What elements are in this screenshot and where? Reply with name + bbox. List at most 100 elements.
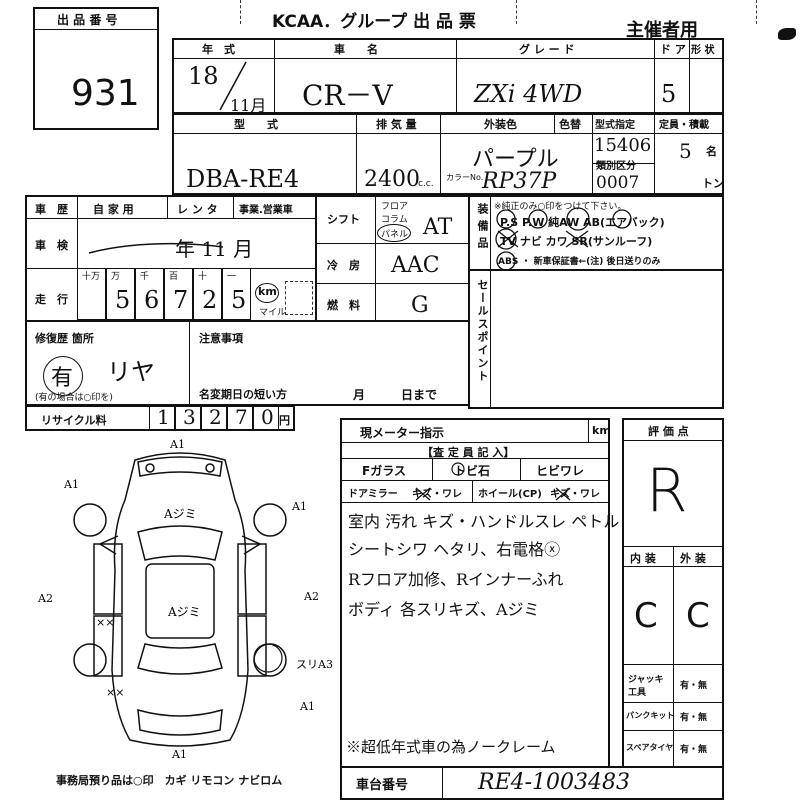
grade-label: グ レ ー ド — [519, 43, 575, 56]
chip-label: トビ石 — [454, 464, 491, 478]
equipment-line1: P.S P.W 純AW AB(エアバック) — [500, 216, 665, 229]
mark-rear-a1: A1 — [171, 748, 187, 761]
interior-value: C — [634, 596, 658, 636]
mileage-digit: 7 — [173, 286, 189, 314]
repair-note: (有の場合は○印を) — [35, 393, 113, 403]
lot-number: 931 — [71, 73, 140, 114]
recycle-digit: 0 — [261, 405, 274, 429]
spare-yes-no: 有・無 — [680, 745, 708, 755]
type-designation-label: 型式指定 — [595, 120, 635, 131]
mileage-digit-cell: 十万 — [77, 268, 106, 320]
mileage-label: 走 行 — [35, 293, 68, 306]
vehicle-info-row2: 型 式 排 気 量 外装色 色替 型式指定 定員・積載 類別区分 カラーNo. … — [172, 113, 724, 195]
notes-label: 注意事項 — [199, 332, 243, 345]
inspector-entry-label: 【査 定 員 記 入】 — [422, 446, 515, 459]
mileage-digit-label: 千 — [140, 272, 150, 282]
score-label: 評 価 点 — [648, 425, 689, 438]
history-rental: レ ン タ — [177, 203, 218, 216]
score-value: R — [646, 456, 688, 526]
month-label: 月 — [353, 388, 366, 402]
mileage-digit-label: 十 — [198, 272, 208, 282]
crack-label: ヒビワレ — [536, 464, 585, 478]
type-designation-value: 15406 — [594, 135, 652, 156]
repair-location: リヤ — [107, 358, 155, 386]
class-label: 類別区分 — [596, 161, 636, 172]
wheel-options: キズ・ワレ — [550, 489, 600, 500]
sales-point-block: セールスポイント — [468, 269, 724, 409]
mileage-digit-label: 一 — [227, 272, 237, 282]
recycle-label: リサイクル料 — [41, 414, 107, 427]
mile-checkbox[interactable] — [285, 281, 313, 315]
sales-point-label: セールスポイント — [476, 279, 489, 383]
jack-label: ジャッキ工具 — [628, 675, 664, 698]
comment-line-2: シートシワ ヘタリ、右電格ⓧ — [348, 540, 561, 559]
doors-value: 5 — [661, 80, 677, 108]
equipment-line3: ABS ・ 新車保証書←(注) 後日送りのみ — [498, 257, 661, 267]
exterior-color-value: パープル — [472, 147, 559, 172]
inspection-value: 年 11 月 — [175, 237, 254, 261]
equipment-line2: TV ナビ カワ SR(サンルーフ) — [500, 235, 653, 248]
ac-label: 冷 房 — [327, 259, 360, 272]
mileage-digit: 6 — [144, 286, 160, 314]
repair-block: 修復歴 箇所 有 リヤ (有の場合は○印を) 注意事項 名変期日の短い方 月 日… — [25, 320, 470, 406]
vehicle-info-row1: 年 式 車 名 グ レ ー ド ド ア 形 状 18 11月 CR－V ZXi … — [172, 38, 724, 115]
mark-right-a2: A2 — [303, 590, 319, 603]
repair-circle — [43, 356, 83, 396]
mark-right-a1: A1 — [291, 500, 307, 513]
shift-option-column: コラム — [381, 215, 408, 225]
bottom-comment: ※超低年式車の為ノークレーム — [346, 738, 556, 756]
grade-value: ZXi 4WD — [474, 80, 583, 108]
corner-mark — [778, 28, 796, 40]
repair-value: 有 — [51, 366, 74, 391]
spare-label: スペアタイヤ — [626, 743, 674, 752]
equipment-note: ※純正のみ○印をつけて下さい。 — [494, 202, 627, 212]
recycle-digit-cell: 2 — [201, 405, 227, 431]
mark-front-a1: A1 — [169, 438, 185, 451]
fuel-value: G — [411, 293, 429, 318]
evaluation-panel: 評 価 点 R 内 装 外 装 C C ジャッキ工具 有・無 パンクキット 有・… — [622, 418, 724, 768]
office-note: 事務局預り品は○印 カギ リモコン ナビロム — [56, 774, 283, 787]
shift-option-floor: フロア — [381, 202, 409, 212]
recycle-digit-cell: 0 — [253, 405, 279, 431]
year-value: 18 — [188, 62, 219, 90]
mileage-digit-label: 万 — [111, 272, 121, 282]
chassis-block: 車台番号 RE4-1003483 — [340, 766, 724, 800]
car-damage-diagram: Aジミ Aジミ A1 A1 A1 A2 A2 ×× ×× スリA3 A1 A1 — [37, 438, 333, 761]
mark-rear-xx: ×× — [106, 686, 124, 699]
meter-unit: km — [592, 424, 611, 437]
exterior-color-label: 外装色 — [484, 118, 517, 131]
comment-line-4: ボディ 各スリキズ、Aジミ — [348, 600, 540, 619]
shift-option-circle — [377, 224, 411, 242]
mileage-digit-label: 百 — [169, 272, 179, 282]
mileage-digit: 5 — [115, 286, 131, 314]
km-unit-circle — [255, 283, 279, 303]
mileage-digit: 5 — [231, 286, 247, 314]
meter-label: 現メーター指示 — [360, 426, 445, 440]
lot-number-label: 出 品 番 号 — [57, 13, 118, 27]
recycle-digit: 1 — [157, 405, 170, 429]
mechanics-block: シフト フロア コラム パネル AT 冷 房 AAC 燃 料 G — [315, 195, 470, 322]
mark-front-left-a1: A1 — [63, 478, 79, 491]
puncture-yes-no: 有・無 — [680, 713, 708, 723]
mark-roof: Aジミ — [167, 605, 201, 619]
color-no-label: カラーNo. — [446, 173, 484, 182]
chassis-label: 車台番号 — [356, 778, 409, 793]
shape-label: 形 状 — [691, 45, 715, 56]
history-commercial: 事業.営業車 — [239, 205, 293, 216]
inspection-label: 車 検 — [35, 239, 68, 252]
equipment-block: 装備品 ※純正のみ○印をつけて下さい。 P.S P.W 純AW AB(エアバック… — [468, 195, 724, 271]
recycle-digit-cell: 7 — [227, 405, 253, 431]
repair-label: 修復歴 箇所 — [35, 332, 94, 345]
short-term-label: 名変期日の短い方 — [199, 388, 287, 401]
wheel-label: ホイール(CP) — [478, 489, 542, 500]
recycle-digit: 3 — [183, 405, 196, 429]
door-mirror-label: ドアミラー — [348, 489, 398, 500]
color-change-label: 色替 — [559, 118, 581, 131]
mark-rear-right-a1: A1 — [299, 700, 315, 713]
mark-rear-right: スリA3 — [296, 658, 333, 671]
mileage-digit: 2 — [202, 286, 218, 314]
recycle-digit-cell: 3 — [175, 405, 201, 431]
